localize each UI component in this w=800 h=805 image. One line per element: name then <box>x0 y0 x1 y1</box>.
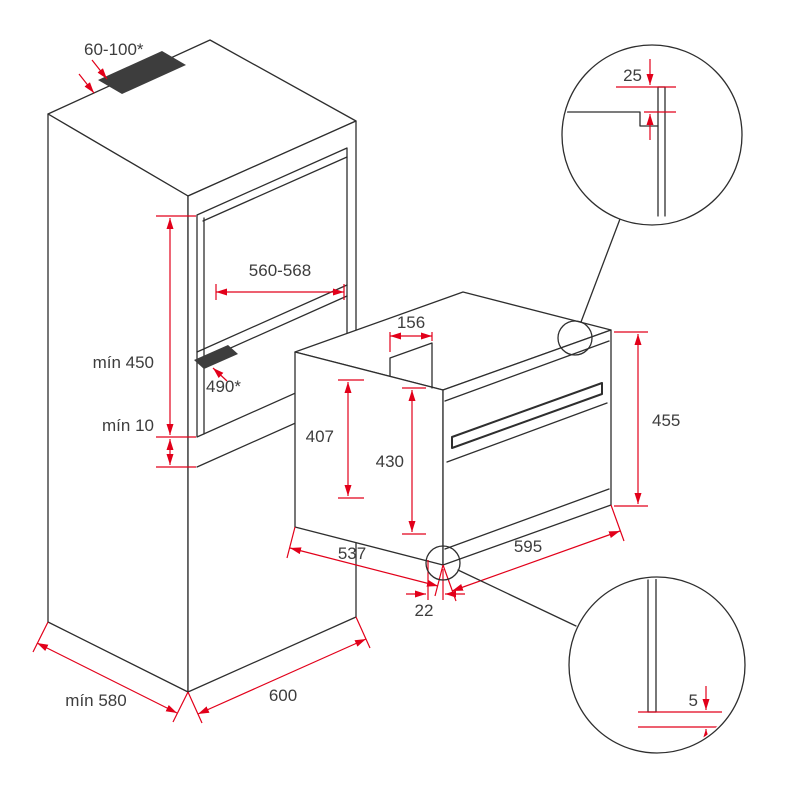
oven-front-offset-label: 22 <box>415 601 434 620</box>
oven-width-label: 595 <box>514 537 542 556</box>
body-height-ext-lines <box>338 379 364 499</box>
oven-body-height-label: 407 <box>306 427 334 446</box>
detail-top-cabinet-profile <box>565 111 659 127</box>
oven-dimensions: 156 407 430 455 537 595 22 <box>286 313 680 620</box>
niche-height-label: mín 450 <box>93 353 154 372</box>
detail-top-circle-outline <box>561 44 743 226</box>
cabinet-dimensions: 60-100* 560-568 mín 450 mín 10 490* mín … <box>32 40 371 724</box>
base-depth-dim-line <box>36 642 178 714</box>
front-offset-ext-lines <box>427 560 444 600</box>
base-depth-ext-lines <box>32 621 189 723</box>
inner-height-ext-lines <box>402 387 426 535</box>
oven-front-height-label: 455 <box>652 411 680 430</box>
detail-bottom-contents: 5 <box>638 579 722 751</box>
detail-circle-bottom: 5 <box>568 576 746 754</box>
detail-bottom-circle-outline <box>568 576 746 754</box>
niche-depth-arrow <box>212 367 228 382</box>
niche-interior-lines <box>196 156 348 468</box>
oven-door-handle <box>451 382 603 449</box>
oven-inner-height-label: 430 <box>376 452 404 471</box>
base-width-label: 600 <box>269 686 297 705</box>
vent-range-arrow-1 <box>91 59 108 80</box>
detail-bottom-gap-label: 5 <box>689 691 698 710</box>
base-width-dim-line <box>197 638 367 715</box>
niche-height-ext-lines <box>156 215 196 438</box>
niche-bottom-gap-label: mín 10 <box>102 416 154 435</box>
detail-top-ext-lines <box>616 86 676 113</box>
corner-marker-top <box>557 320 593 356</box>
front-height-ext-lines <box>614 331 648 507</box>
detail-callouts: 25 5 <box>425 44 746 754</box>
top-vent-cutout <box>98 51 186 94</box>
niche-depth-label: 490* <box>206 377 241 396</box>
detail-top-gap-label: 25 <box>623 66 642 85</box>
detail-top-contents: 25 <box>565 59 676 217</box>
detail-bottom-ext-lines <box>638 711 722 728</box>
corner-marker-bottom <box>425 545 461 581</box>
oven-depth-dim-line <box>289 547 439 587</box>
niche-floor-vent <box>194 345 238 369</box>
detail-circle-top: 25 <box>561 44 743 226</box>
oven-top-recess-label: 156 <box>397 313 425 332</box>
base-width-ext-lines <box>187 616 371 724</box>
detail-leader-top <box>580 218 621 323</box>
cabinet-front-face <box>47 113 189 693</box>
vent-range-label: 60-100* <box>84 40 144 59</box>
oven-depth-label: 537 <box>338 544 366 563</box>
niche-width-label: 560-568 <box>249 261 311 280</box>
vent-range-arrow-2 <box>78 73 95 94</box>
oven-depth-ext-lines <box>286 526 444 597</box>
oven-top-recess-lines <box>389 342 433 389</box>
detail-leader-bottom <box>457 569 577 627</box>
oven <box>294 291 612 566</box>
base-depth-label: mín 580 <box>65 691 126 710</box>
oven-left-face <box>294 351 444 566</box>
